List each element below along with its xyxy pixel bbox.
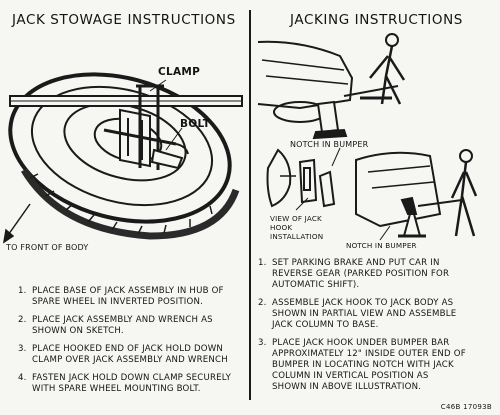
jack-stowage-title: JACK STOWAGE INSTRUCTIONS (12, 12, 236, 28)
stowage-step: 1.PLACE BASE OF JACK ASSEMBLY IN HUB OF … (18, 286, 224, 307)
jacking-car-drawing-bottom (355, 149, 478, 238)
stowage-step: 2.PLACE JACK ASSEMBLY AND WRENCH AS SHOW… (18, 315, 213, 336)
label-leader-lines (149, 79, 183, 151)
jacking-step: 1.SET PARKING BRAKE AND PUT CAR IN REVER… (258, 258, 450, 290)
jacking-step: 3.PLACE JACK HOOK UNDER BUMPER BAR APPRO… (258, 338, 466, 392)
front-of-body-arrow (2, 203, 31, 244)
mounting-bar-drawing (9, 95, 243, 107)
stowage-step: 3.PLACE HOOKED END OF JACK HOLD DOWN CLA… (18, 344, 228, 365)
jacking-title: JACKING INSTRUCTIONS (290, 12, 463, 28)
spare-wheel-drawing (8, 72, 240, 240)
notch-in-bumper-label-top: NOTCH IN BUMPER (290, 140, 369, 149)
clamp-label: CLAMP (158, 66, 201, 78)
jack-assembly-drawing (103, 84, 189, 170)
jacking-step: 2.ASSEMBLE JACK HOOK TO JACK BODY AS SHO… (258, 298, 457, 330)
bolt-label: BOLT (180, 118, 211, 130)
notch-detail-drawing (266, 147, 391, 241)
front-of-body-label: TO FRONT OF BODY (6, 243, 89, 252)
view-of-jack-hook-label: VIEW OF JACK HOOK INSTALLATION (270, 214, 324, 241)
jacking-car-drawing-top (257, 33, 406, 140)
notch-in-bumper-label-bottom: NOTCH IN BUMPER (346, 241, 417, 250)
part-number: C46B 17093B (440, 403, 492, 411)
jacking-steps: 1.SET PARKING BRAKE AND PUT CAR IN REVER… (258, 258, 494, 400)
stowage-step: 4.FASTEN JACK HOLD DOWN CLAMP SECURELY W… (18, 373, 232, 394)
center-divider (249, 10, 251, 400)
stowage-steps: 1.PLACE BASE OF JACK ASSEMBLY IN HUB OF … (18, 286, 246, 402)
